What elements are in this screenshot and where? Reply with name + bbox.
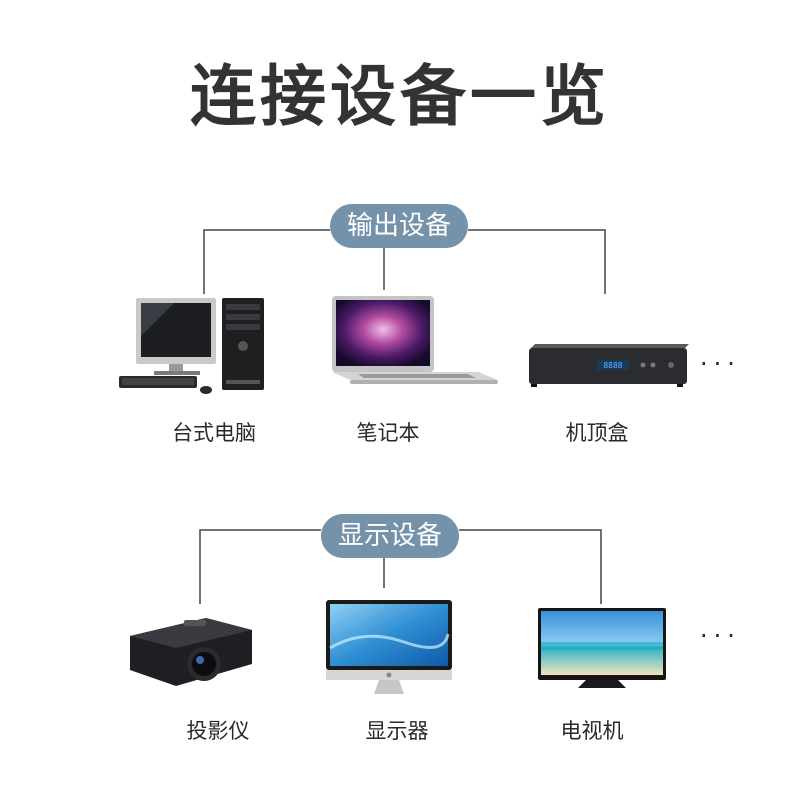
desktop-computer-icon	[119, 298, 264, 394]
device-label-monitor: 显示器	[365, 719, 429, 743]
monitor-icon	[326, 600, 452, 694]
more-display-devices-ellipsis: ···	[700, 622, 741, 650]
device-label-projector: 投影仪	[186, 719, 250, 743]
device-label-laptop: 笔记本	[356, 421, 420, 445]
television-icon	[538, 608, 666, 688]
display-devices-heading: 显示设备	[321, 514, 459, 558]
projector-icon	[130, 618, 252, 686]
display-connector-lines	[199, 529, 602, 604]
output-devices-group: 输出设备	[0, 200, 800, 460]
device-label-set-top-box: 机顶盒	[565, 421, 629, 445]
device-label-television: 电视机	[560, 719, 624, 743]
output-devices-heading: 输出设备	[330, 204, 468, 248]
laptop-icon	[332, 296, 498, 384]
more-output-devices-ellipsis: ···	[700, 350, 741, 378]
display-devices-group: 显示设备	[0, 510, 800, 770]
svg-text:8888: 8888	[603, 361, 622, 370]
set-top-box-icon: 8888	[529, 344, 689, 387]
output-connector-lines	[203, 229, 606, 294]
device-label-desktop: 台式电脑	[172, 421, 256, 445]
page-title: 连接设备一览	[190, 58, 610, 135]
